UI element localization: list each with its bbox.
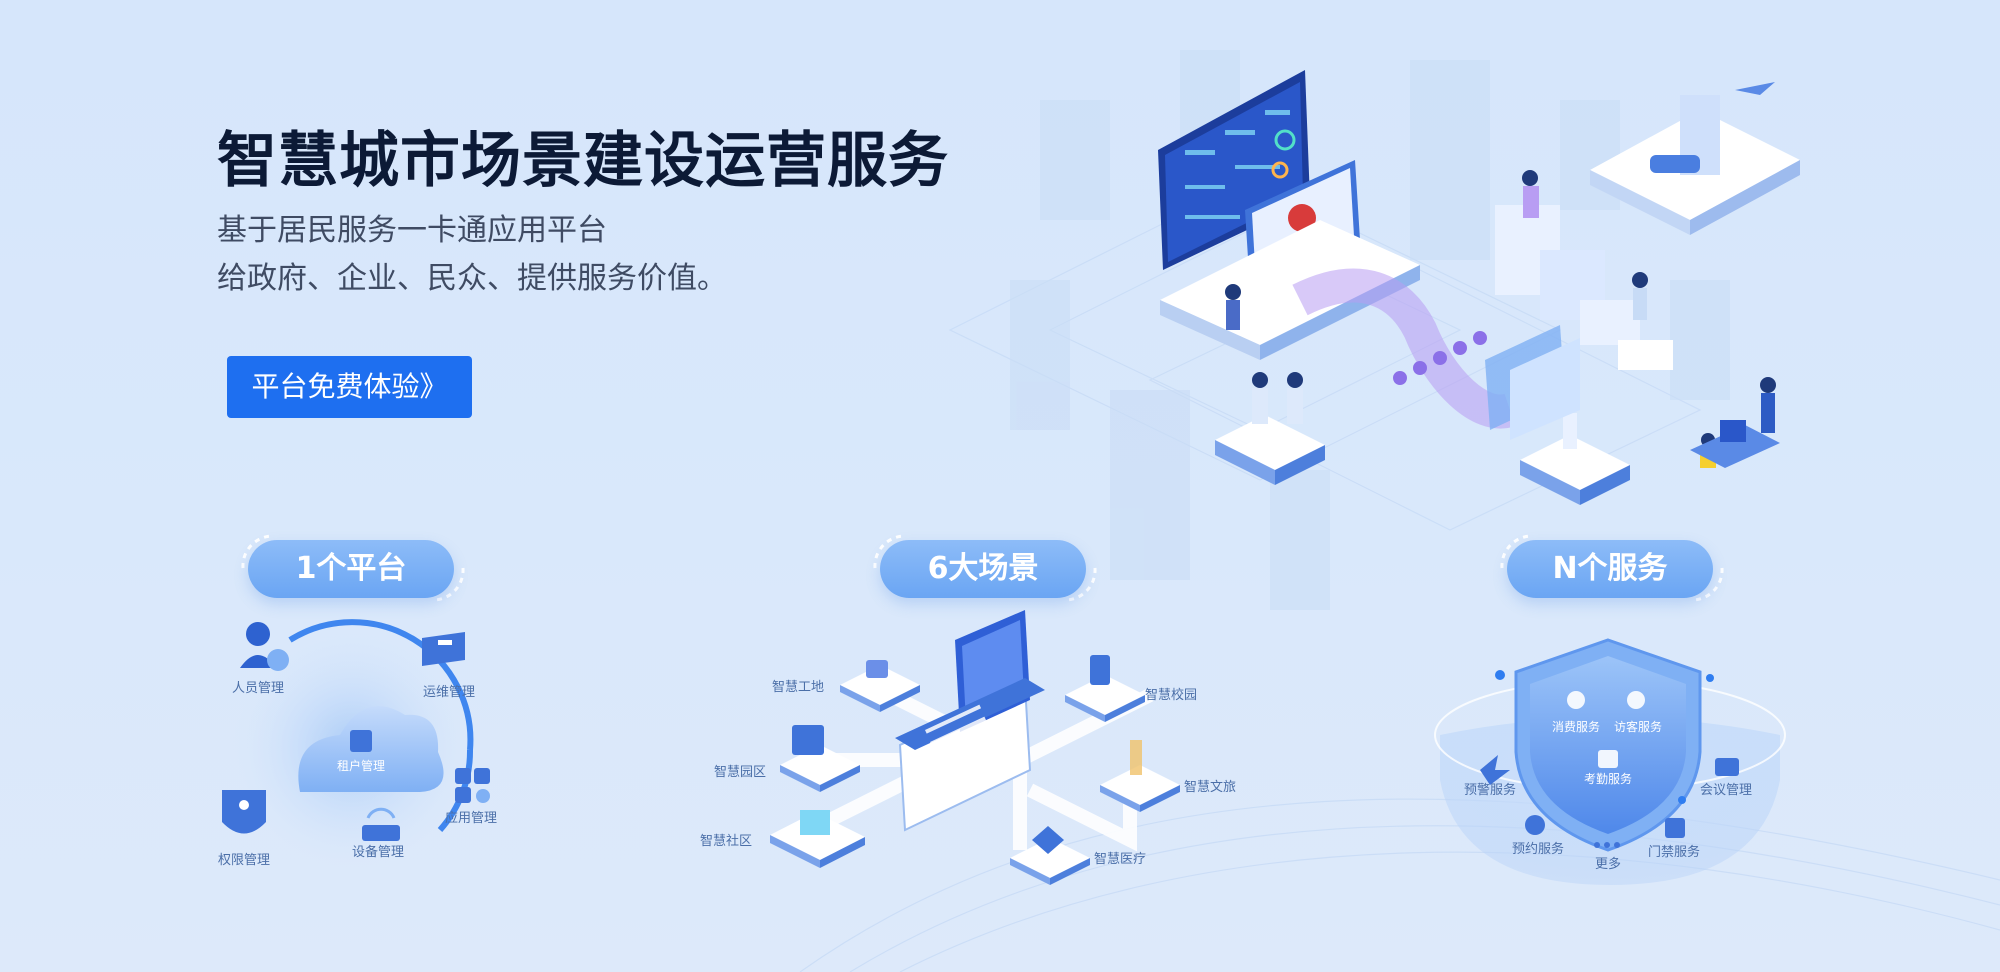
wrench-icon [422, 632, 465, 666]
platform-item-label: 设备管理 [352, 844, 404, 860]
service-item-label: 消费服务 [1552, 719, 1600, 734]
free-trial-button[interactable]: 平台免费体验》 [227, 356, 472, 418]
service-item-label: 门禁服务 [1648, 844, 1700, 860]
pill-arc-decoration [241, 534, 465, 602]
scene-item-label: 智慧园区 [714, 764, 766, 780]
services-section-title: N个服务 [1507, 540, 1713, 598]
page-title: 智慧城市场景建设运营服务 [217, 126, 949, 196]
laptop-icon [895, 610, 1045, 832]
service-item-label: 访客服务 [1614, 719, 1662, 734]
platform-item-label: 运维管理 [423, 685, 475, 700]
hero-subtitle-line-1: 基于居民服务一卡通应用平台 [217, 213, 607, 248]
scene-item-label: 智慧社区 [700, 833, 752, 849]
app-manage-icon [455, 768, 490, 803]
scene-item-label: 智慧工地 [772, 679, 824, 695]
person-manage-icon [240, 622, 289, 671]
scene-item-label: 智慧校园 [1145, 687, 1197, 703]
scenes-section-header: 6大场景 [870, 528, 1100, 608]
services-section-header: N个服务 [1497, 528, 1727, 608]
person-icon [1225, 170, 1776, 468]
scene-item-label: 智慧医疗 [1094, 851, 1146, 867]
pill-arc-decoration [873, 534, 1097, 602]
pill-arc-decoration [1500, 534, 1724, 602]
key-icon [222, 790, 266, 834]
service-item-label: 更多 [1595, 856, 1621, 872]
scenes-section-title: 6大场景 [880, 540, 1086, 598]
service-item-label: 会议管理 [1700, 783, 1752, 798]
device-manage-icon [362, 807, 400, 841]
scene-item-label: 智慧文旅 [1184, 779, 1236, 795]
platform-item-label: 人员管理 [232, 681, 284, 696]
hero-subtitle-line-2: 给政府、企业、民众、提供服务价值。 [217, 261, 727, 296]
dashboard-screen-icon [1158, 70, 1310, 270]
service-item-label: 考勤服务 [1584, 771, 1632, 786]
hero-subtitle: 基于居民服务一卡通应用平台 给政府、企业、民众、提供服务价值。 [217, 207, 727, 303]
platform-item-label: 应用管理 [445, 810, 497, 826]
platform-section-title: 1个平台 [248, 540, 454, 598]
service-item-label: 预警服务 [1464, 782, 1516, 798]
platform-item-label: 租户管理 [337, 758, 385, 773]
service-item-label: 预约服务 [1512, 841, 1564, 857]
platform-item-label: 权限管理 [218, 852, 270, 868]
platform-section-header: 1个平台 [238, 528, 468, 608]
cloud-icon [298, 706, 444, 792]
